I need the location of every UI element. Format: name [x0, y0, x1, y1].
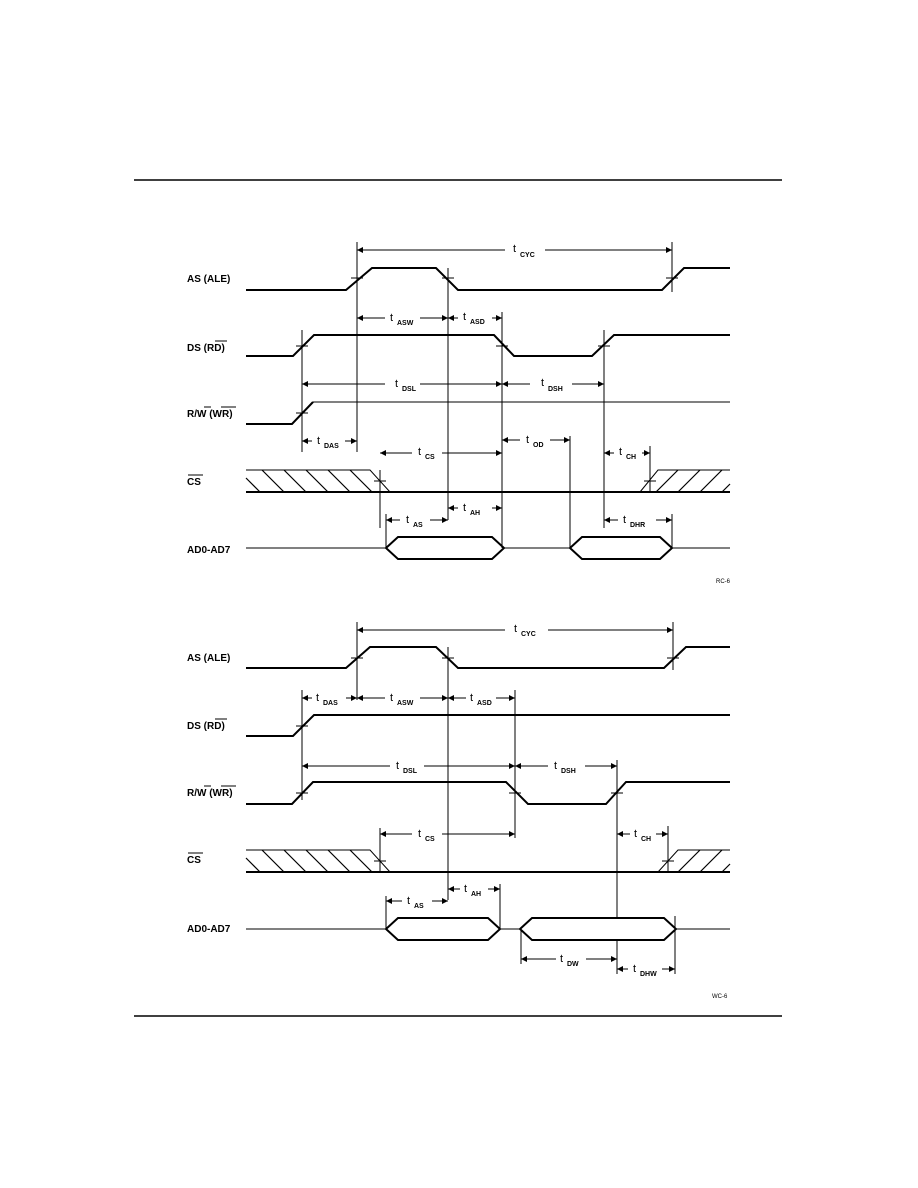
write-tdhw-t: t: [633, 963, 636, 975]
write-tas-sub: AS: [414, 903, 424, 910]
write-tch-sub: CH: [641, 836, 651, 843]
write-ad-data-bus: [518, 917, 678, 941]
write-as-label: AS (ALE): [187, 653, 230, 664]
write-tasd-sub: ASD: [477, 700, 492, 707]
write-tcs-t: t: [418, 828, 421, 840]
write-tdsh-sub: DSH: [561, 768, 576, 775]
read-tdas-sub: DAS: [324, 443, 339, 450]
read-transition-ticks: [296, 277, 678, 482]
write-transition-ticks: [296, 657, 679, 862]
write-tcs-sub: CS: [425, 836, 435, 843]
write-as-waveform: [246, 646, 730, 669]
read-tdhr-sub: DHR: [630, 522, 645, 529]
write-tasd-t: t: [470, 692, 473, 704]
read-as-waveform: [246, 267, 730, 291]
read-tcs-sub: CS: [425, 454, 435, 461]
write-cs-hatch-left-outline: [246, 849, 391, 873]
read-tdhr-t: t: [623, 514, 626, 526]
write-tdas-t: t: [316, 692, 319, 704]
read-rw-waveform: [246, 401, 314, 425]
read-cs-hatch-left: [245, 469, 373, 493]
write-tcyc-sub: CYC: [521, 631, 536, 638]
read-reference-lines: [301, 242, 673, 548]
read-tcyc-t: t: [513, 243, 516, 255]
write-tdsh-t: t: [554, 760, 557, 772]
read-tas-t: t: [406, 514, 409, 526]
read-tod-t: t: [526, 434, 529, 446]
read-figure-ref: RC-6: [716, 579, 731, 585]
read-tcs-t: t: [418, 446, 421, 458]
read-tch-t: t: [619, 446, 622, 458]
read-arrowheads: [302, 247, 672, 523]
write-tdsl-sub: DSL: [403, 768, 418, 775]
read-cs-hatch-left-outline: [246, 469, 391, 493]
write-cs-hatch-left: [245, 849, 373, 873]
write-tch-t: t: [634, 828, 637, 840]
write-tcyc-t: t: [514, 623, 517, 635]
read-ad-data-bus: [568, 536, 674, 560]
write-rw-waveform: [246, 781, 730, 805]
read-rw-label: R/W (WR): [187, 409, 233, 420]
write-cs-hatch-right-outline: [657, 849, 730, 873]
read-tch-sub: CH: [626, 454, 636, 461]
write-tah-t: t: [464, 883, 467, 895]
read-tah-t: t: [463, 502, 466, 514]
write-tdhw-sub: DHW: [640, 971, 657, 978]
read-tah-sub: AH: [470, 510, 480, 517]
write-tasw-t: t: [390, 692, 393, 704]
write-figure-ref: WC-6: [712, 994, 728, 1000]
write-cycle-diagram: AS (ALE) DS (RD) R/W (WR) CS AD0-AD7: [187, 622, 731, 1000]
read-as-label: AS (ALE): [187, 274, 230, 285]
read-cycle-diagram: AS (ALE) DS (RD) R/W (WR) CS AD0-AD7: [187, 242, 731, 585]
read-tasw-t: t: [390, 312, 393, 324]
read-cs-hatch-right: [655, 469, 731, 493]
write-cs-label: CS: [187, 855, 201, 866]
read-tas-sub: AS: [413, 522, 423, 529]
write-ds-waveform: [246, 714, 730, 737]
read-cs-label: CS: [187, 477, 201, 488]
write-tdas-sub: DAS: [323, 700, 338, 707]
write-arrowheads: [302, 627, 675, 972]
read-ad-label: AD0-AD7: [187, 545, 231, 556]
read-tdsl-sub: DSL: [402, 386, 417, 393]
read-ds-waveform: [246, 334, 730, 357]
write-tdw-t: t: [560, 953, 563, 965]
read-tcyc-sub: CYC: [520, 252, 535, 259]
read-tasd-t: t: [463, 311, 466, 323]
read-tasd-sub: ASD: [470, 319, 485, 326]
read-cs-hatch-right-outline: [639, 469, 730, 493]
read-ad-address-bus: [384, 536, 506, 560]
write-ds-label: DS (RD): [187, 721, 225, 732]
read-ds-label: DS (RD): [187, 343, 225, 354]
write-tas-t: t: [407, 895, 410, 907]
read-tdsh-t: t: [541, 377, 544, 389]
write-ad-label: AD0-AD7: [187, 924, 231, 935]
write-tdsl-t: t: [396, 760, 399, 772]
write-reference-lines: [301, 622, 676, 974]
read-tod-sub: OD: [533, 442, 544, 449]
write-tasw-sub: ASW: [397, 700, 414, 707]
read-tdas-t: t: [317, 435, 320, 447]
read-tdsl-t: t: [395, 378, 398, 390]
write-rw-label: R/W (WR): [187, 788, 233, 799]
write-ad-address-bus: [384, 917, 502, 941]
read-tdsh-sub: DSH: [548, 386, 563, 393]
read-tasw-sub: ASW: [397, 320, 414, 327]
write-tdw-sub: DW: [567, 961, 579, 968]
write-tah-sub: AH: [471, 891, 481, 898]
write-cs-hatch-right: [677, 849, 731, 873]
